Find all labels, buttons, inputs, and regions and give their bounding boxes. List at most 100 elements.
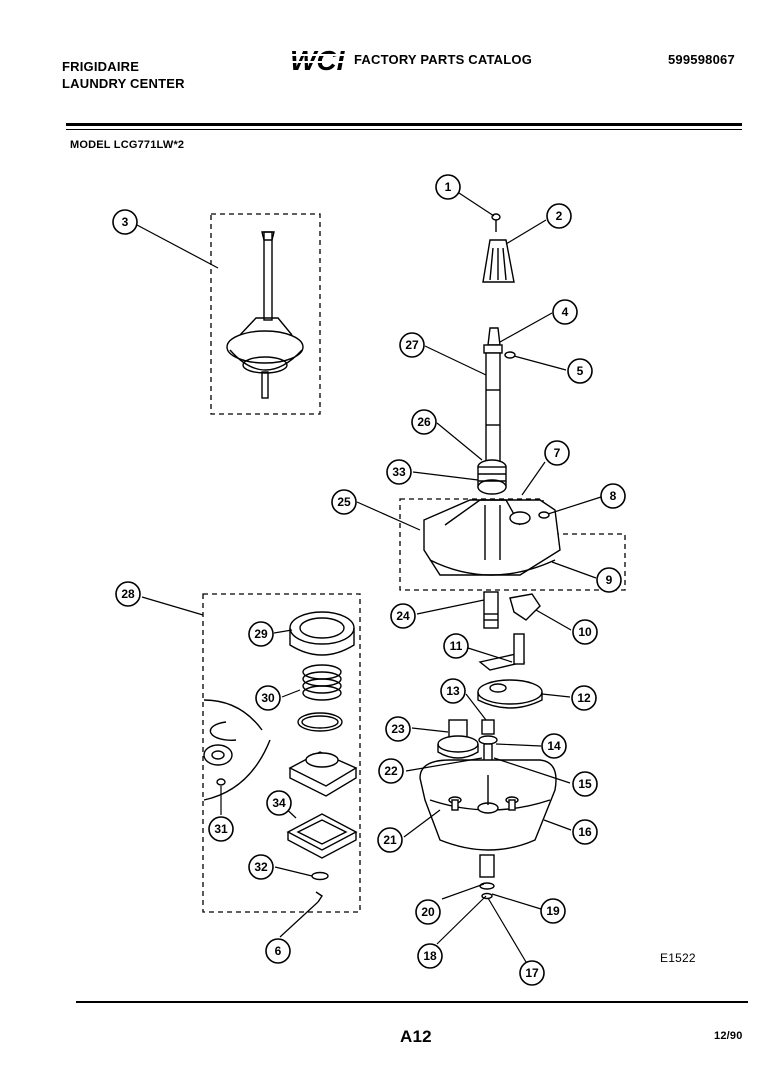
callout-12: 12 (571, 685, 597, 711)
callout-label: 31 (214, 822, 228, 836)
callout-13: 13 (440, 678, 466, 704)
part-o-ring (297, 712, 343, 732)
callout-circle (115, 581, 141, 607)
callout-circle (572, 619, 598, 645)
logo-text: WCI (290, 45, 346, 76)
callout-17: 17 (519, 960, 545, 986)
callout-33: 33 (386, 459, 412, 485)
part-drive-gear (477, 679, 543, 709)
callout-circle (541, 733, 567, 759)
callout-layer: 1234567891011121314151617181920212223242… (112, 174, 626, 986)
callout-5: 5 (567, 358, 593, 384)
part-bushing (203, 744, 233, 766)
callout-label: 30 (261, 691, 275, 705)
callout-23: 23 (385, 716, 411, 742)
callout-label: 14 (547, 739, 561, 753)
part-spring (302, 664, 342, 701)
group-box-seal-gasket (399, 498, 626, 591)
part-gear-case (419, 759, 557, 851)
part-agitator-shaft (483, 327, 516, 464)
part-screw (491, 213, 501, 232)
callout-19: 19 (540, 898, 566, 924)
callout-circle (540, 898, 566, 924)
callout-label: 32 (254, 860, 268, 874)
callout-circle (571, 685, 597, 711)
callout-label: 29 (254, 627, 268, 641)
part-input-shaft (479, 854, 495, 900)
callout-label: 12 (577, 691, 591, 705)
part-seal-holder (288, 751, 358, 797)
callout-label: 19 (546, 904, 560, 918)
callout-label: 2 (556, 209, 563, 223)
brand-block: FRIGIDAIRE LAUNDRY CENTER (62, 58, 185, 92)
callout-31: 31 (208, 816, 234, 842)
callout-24: 24 (390, 603, 416, 629)
part-retaining-ring (209, 721, 237, 741)
callout-circle (331, 489, 357, 515)
catalog-number: 599598067 (668, 52, 735, 67)
callout-circle (435, 174, 461, 200)
callout-circle (417, 943, 443, 969)
part-drive-lever (478, 633, 526, 671)
callout-circle (572, 771, 598, 797)
brand-name: FRIGIDAIRE (62, 59, 140, 74)
callout-2: 2 (546, 203, 572, 229)
callout-label: 1 (445, 180, 452, 194)
callout-circle (385, 716, 411, 742)
callout-circle (248, 854, 274, 880)
diagram-code: E1522 (660, 951, 696, 965)
callout-10: 10 (572, 619, 598, 645)
callout-28: 28 (115, 581, 141, 607)
callout-circle (600, 483, 626, 509)
page-number: A12 (400, 1027, 432, 1046)
callout-7: 7 (544, 440, 570, 466)
callout-circle (377, 827, 403, 853)
callout-label: 33 (392, 465, 406, 479)
callout-label: 9 (606, 573, 613, 587)
callout-30: 30 (255, 685, 281, 711)
part-square-seal (286, 813, 358, 859)
callout-label: 3 (122, 215, 129, 229)
part-seal-ring (289, 611, 355, 656)
callout-circle (265, 938, 291, 964)
callout-circle (443, 633, 469, 659)
callout-29: 29 (248, 621, 274, 647)
callout-label: 25 (337, 495, 351, 509)
callout-label: 23 (391, 722, 405, 736)
part-clip (315, 891, 323, 903)
callout-1: 1 (435, 174, 461, 200)
wci-logo: WCI (288, 45, 350, 76)
revision-date: 12/90 (714, 1030, 743, 1042)
callout-circle (378, 758, 404, 784)
callout-3: 3 (112, 209, 138, 235)
callout-32: 32 (248, 854, 274, 880)
callout-15: 15 (572, 771, 598, 797)
callout-25: 25 (331, 489, 357, 515)
callout-label: 15 (578, 777, 592, 791)
callout-circle (519, 960, 545, 986)
part-spin-tube-assembly (226, 231, 304, 399)
callout-label: 18 (423, 949, 437, 963)
callout-circle (567, 358, 593, 384)
part-gear-housing-cover (423, 499, 561, 576)
part-bearing (477, 459, 507, 495)
callout-circle (411, 409, 437, 435)
callout-label: 10 (578, 625, 592, 639)
callout-label: 24 (396, 609, 410, 623)
part-pinion-gear (437, 719, 479, 759)
callout-circle (248, 621, 274, 647)
part-washer (311, 871, 329, 881)
callout-label: 22 (384, 764, 398, 778)
callout-label: 26 (417, 415, 431, 429)
callout-label: 34 (272, 796, 286, 810)
part-outline-arc (203, 699, 263, 731)
callout-4: 4 (552, 299, 578, 325)
callout-9: 9 (596, 567, 622, 593)
callout-label: 20 (421, 905, 435, 919)
callout-16: 16 (572, 819, 598, 845)
callout-label: 4 (562, 305, 569, 319)
callout-18: 18 (417, 943, 443, 969)
callout-22: 22 (378, 758, 404, 784)
catalog-title: FACTORY PARTS CATALOG (354, 52, 533, 67)
